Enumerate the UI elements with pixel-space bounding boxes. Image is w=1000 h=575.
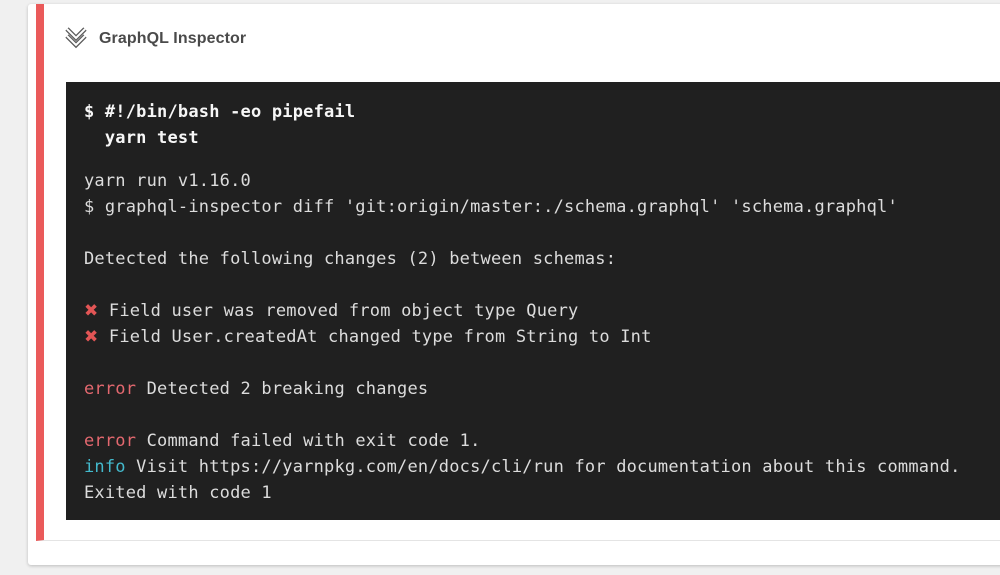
terminal-text: Field User.createdAt changed type from S… xyxy=(98,327,652,347)
terminal-line xyxy=(84,350,994,376)
terminal-text: Command failed with exit code 1. xyxy=(136,431,481,451)
terminal-text: Exited with code 1 xyxy=(84,483,272,503)
collapse-chevron-icon[interactable] xyxy=(64,26,88,50)
terminal-output: $ #!/bin/bash -eo pipefail yarn test yar… xyxy=(66,82,1000,520)
terminal-line: Detected the following changes (2) betwe… xyxy=(84,246,994,272)
terminal-line: $ #!/bin/bash -eo pipefail xyxy=(84,102,356,122)
terminal-line: yarn test xyxy=(84,128,199,148)
terminal-text: Detected the following changes (2) betwe… xyxy=(84,249,617,269)
error-text: error xyxy=(84,379,137,399)
build-output-card: GraphQL Inspector $ #!/bin/bash -eo pipe… xyxy=(28,4,1000,565)
terminal-output-block: yarn run v1.16.0 $ graphql-inspector diff… xyxy=(84,168,994,506)
terminal-text: Detected 2 breaking changes xyxy=(136,379,429,399)
terminal-line xyxy=(84,220,994,246)
terminal-line: info Visit https://yarnpkg.com/en/docs/c… xyxy=(84,454,994,480)
terminal-command-block: $ #!/bin/bash -eo pipefail yarn test xyxy=(84,99,994,151)
build-step-failed: GraphQL Inspector $ #!/bin/bash -eo pipe… xyxy=(36,4,1000,541)
terminal-line: ✖ Field user was removed from object typ… xyxy=(84,298,994,324)
step-header[interactable]: GraphQL Inspector xyxy=(44,4,1000,82)
terminal-text: Visit https://yarnpkg.com/en/docs/cli/ru… xyxy=(125,457,961,477)
terminal-line: $ graphql-inspector diff 'git:origin/mas… xyxy=(84,194,994,220)
error-text: error xyxy=(84,431,137,451)
terminal-line xyxy=(84,402,994,428)
terminal-line: yarn run v1.16.0 xyxy=(84,168,994,194)
terminal-line: ✖ Field User.createdAt changed type from… xyxy=(84,324,994,350)
terminal-line xyxy=(84,272,994,298)
xmark-text: ✖ xyxy=(84,301,99,321)
xmark-text: ✖ xyxy=(84,327,99,347)
terminal-text: Field user was removed from object type … xyxy=(98,301,579,321)
terminal-text: yarn run v1.16.0 xyxy=(84,171,251,191)
terminal-line: error Detected 2 breaking changes xyxy=(84,376,994,402)
terminal-line: error Command failed with exit code 1. xyxy=(84,428,994,454)
info-text: info xyxy=(84,457,126,477)
terminal-line: Exited with code 1 xyxy=(84,480,994,506)
step-title: GraphQL Inspector xyxy=(99,30,247,47)
terminal-text: $ graphql-inspector diff 'git:origin/mas… xyxy=(84,197,898,217)
